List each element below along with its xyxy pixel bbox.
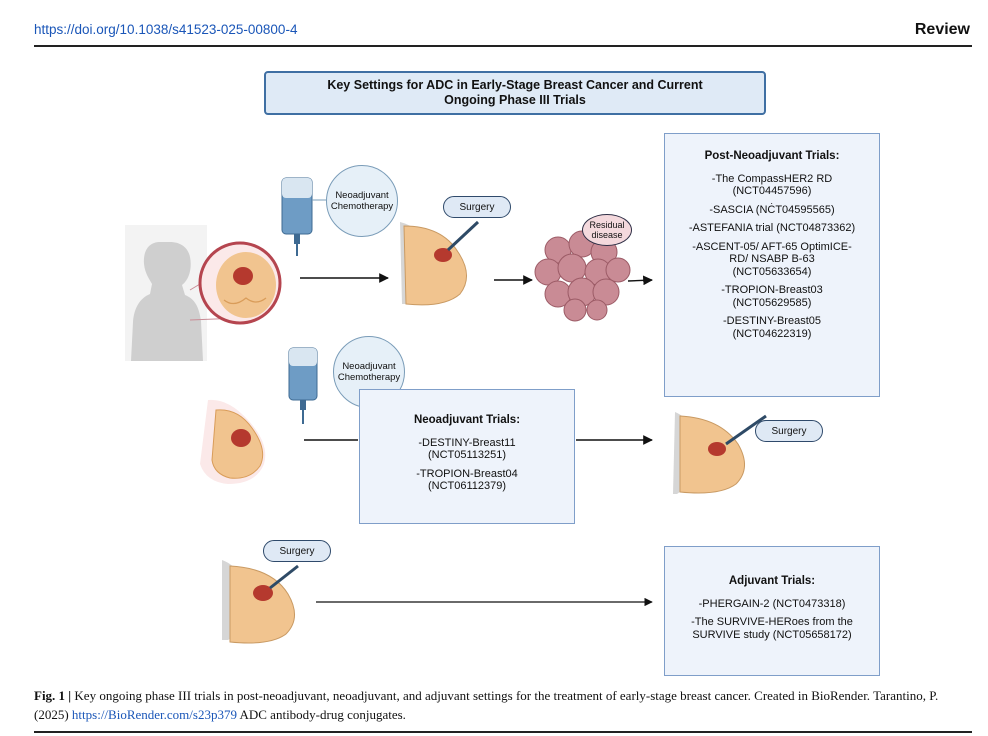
breast-tumor-icon bbox=[200, 399, 266, 484]
adjuvant-trials-box: Adjuvant Trials: -PHERGAIN-2 (NCT0473318… bbox=[664, 546, 880, 676]
trial-item: -TROPION-Breast03 (NCT05629585) bbox=[721, 284, 823, 309]
surgery-label: Surgery bbox=[443, 196, 511, 218]
section-label: Review bbox=[914, 21, 970, 38]
trial-item: -SASCIA (NĊT04595565) bbox=[709, 203, 835, 216]
surgery-label-2: Surgery bbox=[755, 420, 823, 442]
biorender-link[interactable]: https://BioRender.com/s23p379 bbox=[71, 707, 237, 722]
iv-bag-icon bbox=[281, 177, 313, 256]
header-divider bbox=[34, 45, 972, 47]
footer-divider bbox=[34, 731, 972, 733]
caption-tail: ADC antibody-drug conjugates. bbox=[236, 707, 406, 722]
figure-caption: Fig. 1 | Key ongoing phase III trials in… bbox=[34, 686, 974, 724]
breast-tumor-magnified-icon bbox=[189, 241, 282, 325]
breast-surgery-icon-2 bbox=[673, 412, 767, 494]
residual-tumor-cells-icon bbox=[534, 230, 631, 322]
surgery-label-3: Surgery bbox=[263, 540, 331, 562]
trial-item: -TROPION-Breast04 (NCT06112379) bbox=[416, 467, 518, 493]
post-neoadjuvant-trials-box: Post-Neoadjuvant Trials: -The CompassHER… bbox=[664, 133, 880, 397]
trial-item: -DESTINY-Breast11 (NCT05113251) bbox=[418, 436, 516, 462]
post-neoadjuvant-heading: Post-Neoadjuvant Trials: bbox=[704, 150, 840, 162]
trial-item: -The CompassHER2 RD (NCT04457596) bbox=[711, 172, 833, 198]
caption-label: Fig. 1 | bbox=[34, 688, 72, 703]
caption-text: Key ongoing phase III trials in post-neo… bbox=[34, 688, 939, 722]
neoadjuvant-chemotherapy-label: Neoadjuvant Chemotherapy bbox=[326, 165, 398, 237]
trial-item: -DESTINY-Breast05 (NCT04622319) bbox=[722, 315, 822, 340]
breast-surgery-icon-3 bbox=[222, 560, 299, 644]
neoadjuvant-heading: Neoadjuvant Trials: bbox=[413, 414, 521, 426]
iv-bag-icon-2 bbox=[288, 347, 318, 424]
neoadjuvant-trials-box: Neoadjuvant Trials: -DESTINY-Breast11 (N… bbox=[359, 389, 575, 524]
trial-item: -ASTEFANIA trial (NCT04873362) bbox=[688, 222, 856, 234]
trial-item: -PHERGAIN-2 (NCT0473318) bbox=[698, 597, 846, 610]
figure-title: Key Settings for ADC in Early-Stage Brea… bbox=[264, 71, 766, 115]
trial-item: -ASCENT-05/ AFT-65 OptimICE- RD/ NSABP B… bbox=[692, 240, 852, 278]
patient-silhouette-icon bbox=[125, 225, 207, 361]
residual-disease-label: Residual disease bbox=[582, 214, 632, 246]
adjuvant-heading: Adjuvant Trials: bbox=[728, 575, 816, 587]
doi-link[interactable]: https://doi.org/10.1038/s41523-025-00800… bbox=[34, 22, 298, 37]
trial-item: -The SURVIVE-HERoes from the SURVIVE stu… bbox=[691, 616, 853, 641]
breast-surgery-icon bbox=[400, 220, 480, 306]
